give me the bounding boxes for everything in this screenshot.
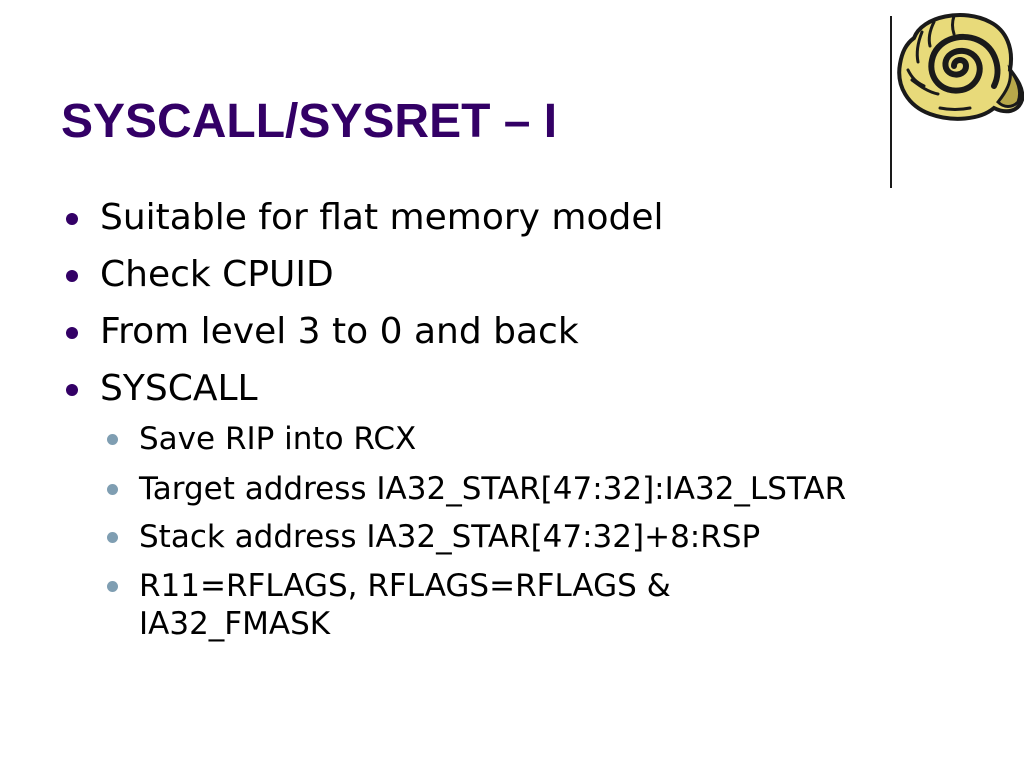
slide-title: SYSCALL/SYSRET – I — [61, 95, 558, 148]
sub-bullet-text: Stack address IA32_STAR[47:32]+8:RSP — [139, 519, 761, 555]
sub-bullet-item: R11=RFLAGS, RFLAGS=RFLAGS & — [107, 567, 671, 605]
sub-bullet-dot-icon — [107, 484, 118, 495]
sub-bullet-item: Stack address IA32_STAR[47:32]+8:RSP — [107, 518, 761, 556]
bullet-item: Check CPUID — [66, 253, 334, 297]
sub-bullet-dot-icon — [107, 532, 118, 543]
sub-bullet-text: Target address IA32_STAR[47:32]:IA32_LST… — [139, 471, 847, 507]
bullet-item: Suitable for flat memory model — [66, 196, 664, 240]
bullet-dot-icon — [66, 384, 78, 396]
sub-bullet-continuation: IA32_FMASK — [139, 605, 330, 643]
spiral-shell-icon — [897, 13, 1024, 121]
bullet-item: From level 3 to 0 and back — [66, 310, 579, 354]
bullet-dot-icon — [66, 270, 78, 282]
title-divider — [890, 16, 892, 188]
sub-bullet-dot-icon — [107, 434, 118, 445]
bullet-dot-icon — [66, 327, 78, 339]
bullet-text: SYSCALL — [100, 368, 258, 409]
sub-bullet-item: Target address IA32_STAR[47:32]:IA32_LST… — [107, 470, 847, 508]
bullet-text: Suitable for flat memory model — [100, 197, 664, 238]
sub-bullet-text: Save RIP into RCX — [139, 421, 417, 457]
sub-bullet-item: Save RIP into RCX — [107, 420, 417, 458]
bullet-text: Check CPUID — [100, 254, 334, 295]
sub-bullet-text: IA32_FMASK — [139, 606, 331, 642]
bullet-text: From level 3 to 0 and back — [100, 311, 579, 352]
bullet-dot-icon — [66, 213, 78, 225]
sub-bullet-text: R11=RFLAGS, RFLAGS=RFLAGS & — [139, 568, 671, 604]
sub-bullet-dot-icon — [107, 581, 118, 592]
bullet-item: SYSCALL — [66, 367, 258, 411]
